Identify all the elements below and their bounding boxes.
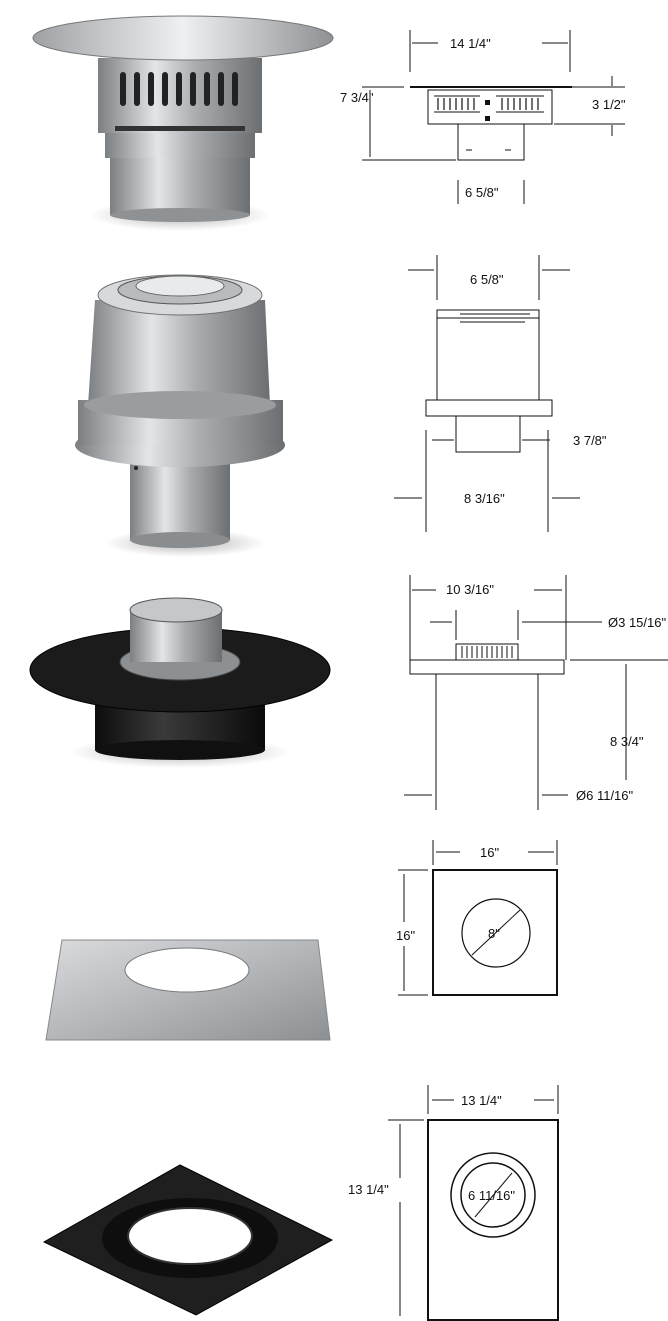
black-support-photo xyxy=(29,597,331,768)
dim-box-diameter: Ø6 11/16" xyxy=(576,788,634,803)
dim-adapter-bottom: 3 7/8" xyxy=(573,433,607,448)
black-support-drawing-bottom: Ø6 11/16" xyxy=(404,780,634,810)
adapter-drawing: 6 5/8" 3 7/8" 8 3/16" xyxy=(394,255,607,532)
dim-plate-hole: 8" xyxy=(488,926,500,941)
dim-top-height: 3 1/2" xyxy=(592,97,626,112)
dim-pipe-diameter: 6 5/8" xyxy=(465,185,499,200)
dim-plate-width: 16" xyxy=(480,845,499,860)
dim-trim-height: 13 1/4" xyxy=(348,1182,389,1197)
flat-plate-drawing: 16" 8" 16" xyxy=(396,840,558,996)
dim-trim-width: 13 1/4" xyxy=(461,1093,502,1108)
product-row-3: 10 3/16" Ø3 15/16" 8 3/4" xyxy=(0,570,668,780)
dim-plate-height: 16" xyxy=(396,928,415,943)
round-cap-drawing: 14 1/4" 7 3/4" 3 1/2" xyxy=(340,30,626,204)
product-row-4: 16" 8" 16" xyxy=(0,830,668,1080)
dim-top-diameter: Ø3 15/16" xyxy=(608,615,666,630)
dim-support-height: 8 3/4" xyxy=(610,734,644,749)
product-row-5: 13 1/4" 6 11/16" 13 1/4" xyxy=(0,1080,668,1321)
adapter-photo xyxy=(75,274,285,557)
trim-plate-drawing: 13 1/4" 6 11/16" 13 1/4" xyxy=(348,1085,559,1321)
product-row-1: 14 1/4" 7 3/4" 3 1/2" xyxy=(0,0,668,240)
dim-adapter-top: 6 5/8" xyxy=(470,272,504,287)
dim-overall-width: 14 1/4" xyxy=(450,36,491,51)
round-cap-photo xyxy=(32,15,334,231)
dim-adapter-collar: 8 3/16" xyxy=(464,491,505,506)
product-row-2: 6 5/8" 3 7/8" 8 3/16" xyxy=(0,240,668,570)
dim-trim-hole: 6 11/16" xyxy=(468,1188,515,1203)
trim-plate-photo xyxy=(42,1164,334,1316)
black-support-drawing: 10 3/16" Ø3 15/16" 8 3/4" xyxy=(409,575,668,780)
dim-overall-height: 7 3/4" xyxy=(340,90,374,105)
black-support-bottom-dim: Ø6 11/16" xyxy=(0,780,668,820)
flat-plate-photo xyxy=(45,939,331,1041)
dim-flange-width: 10 3/16" xyxy=(446,582,494,597)
